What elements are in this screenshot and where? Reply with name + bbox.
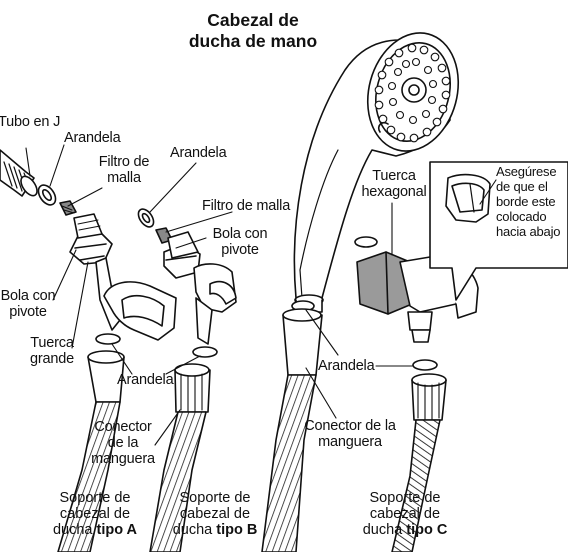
callout-clip-illustration: [445, 173, 491, 223]
caption-c-type: tipo C: [406, 522, 448, 538]
title-line-1: Cabezal de: [207, 10, 299, 30]
leader-arandela-b: [149, 162, 197, 213]
hex-nut-part: [356, 251, 413, 315]
label-arandela-c: Arandela: [318, 358, 375, 374]
label-bola-a-line-1: Bola con: [0, 288, 56, 304]
label-tuerca-hex-line-2: hexagonal: [361, 184, 427, 200]
label-bola-pivote-b: Bola con pivote: [208, 226, 272, 258]
caption-c-line-1: Soporte de: [369, 490, 441, 506]
caption-c-line-2: cabezal de: [369, 506, 441, 522]
leader-arandela-ab-left: [111, 343, 133, 375]
callout-line-1: Asegúrese: [496, 164, 557, 179]
hose-connector-b-part: [174, 363, 211, 413]
washer-c-top-part: [354, 236, 378, 248]
caption-type-b: Soporte de cabezal de ducha tipo B: [160, 490, 270, 538]
label-tuerca-hexagonal: Tuerca hexagonal: [356, 168, 432, 200]
leader-callout: [479, 179, 497, 205]
caption-b-line-2: cabezal de: [179, 506, 251, 522]
label-bola-a-line-2: pivote: [9, 304, 47, 320]
label-conector-c-line-1: Conector de la: [304, 418, 396, 434]
title-line-2: ducha de mano: [188, 31, 318, 51]
label-filtro-a-line-2: malla: [107, 170, 141, 186]
callout-line-2: de que el: [496, 179, 548, 194]
label-arandela-b: Arandela: [170, 145, 227, 161]
label-conector-c-line-2: manguera: [318, 434, 382, 450]
mesh-filter-a-part: [59, 200, 77, 216]
caption-type-c: Soporte de cabezal de ducha tipo C: [350, 490, 460, 538]
leader-bola-a: [52, 249, 77, 301]
label-arandela-a: Arandela: [64, 130, 121, 146]
label-tubo-en-j: Tubo en J: [0, 114, 61, 130]
label-arandela-ab: Arandela: [117, 372, 174, 388]
label-tuerca-grande: Tuerca grande: [24, 335, 80, 367]
label-filtro-malla-a: Filtro de malla: [92, 154, 156, 186]
caption-c-line-3: ducha tipo C: [350, 522, 460, 538]
leader-conector-c: [305, 367, 337, 419]
label-conector-b-line-2: de la: [107, 435, 139, 451]
caption-b-line-1: Soporte de: [179, 490, 251, 506]
leader-bola-b: [175, 237, 207, 249]
caption-a-line-2: cabezal de: [59, 506, 131, 522]
callout-line-4: colocado: [496, 209, 547, 224]
label-conector-b-line-3: manguera: [91, 451, 155, 467]
shower-head-part: [293, 32, 460, 313]
washer-a-lower-part: [95, 333, 121, 345]
pivot-ball-a-part: [69, 213, 113, 265]
type-a-holder-part: [95, 257, 177, 341]
label-bola-b-line-2: pivote: [221, 242, 259, 258]
leader-filtro-a: [67, 187, 103, 207]
leader-arandela-a: [49, 144, 65, 187]
label-bola-pivote-a: Bola con pivote: [0, 288, 60, 320]
leader-conector-b: [154, 409, 181, 446]
hose-c-left-part: [261, 374, 317, 552]
label-tuerca-hex-line-1: Tuerca: [372, 168, 416, 184]
label-tuerca-grande-line-1: Tuerca: [30, 335, 74, 351]
label-tuerca-grande-line-2: grande: [30, 351, 74, 367]
caption-b-type: tipo B: [216, 522, 258, 538]
diagram-title: Cabezal de ducha de mano: [183, 10, 323, 52]
washer-c-lower-part: [412, 359, 438, 371]
j-pipe-part: [0, 149, 38, 197]
leader-filtro-b: [165, 211, 233, 233]
label-conector-manguera-c: Conector de la manguera: [296, 418, 404, 450]
label-filtro-malla-b: Filtro de malla: [202, 198, 291, 214]
coiled-hose-part: [391, 419, 441, 552]
type-b-holder-part: [193, 263, 237, 345]
hose-connector-c-right-part: [411, 373, 447, 421]
caption-b-prefix: ducha: [172, 522, 217, 538]
leader-arandela-c-left: [305, 309, 339, 356]
hose-a-part: [57, 401, 121, 552]
caption-a-type: tipo A: [96, 522, 138, 538]
leader-tuerca-grande: [71, 261, 89, 349]
hose-b-part: [149, 411, 207, 552]
label-conector-b-line-1: Conector: [94, 419, 152, 435]
label-bola-b-line-1: Bola con: [212, 226, 268, 242]
hose-connector-c-left-part: [282, 308, 323, 376]
washer-b-lower-part: [192, 346, 218, 358]
caption-c-prefix: ducha: [362, 522, 407, 538]
label-conector-manguera-b: Conector de la manguera: [90, 419, 156, 467]
hose-connector-a-part: [87, 350, 125, 403]
caption-a-line-3: ducha tipo A: [40, 522, 150, 538]
callout-text: Asegúrese de que el borde este colocado …: [496, 164, 561, 239]
leader-tubo-en-j: [25, 147, 31, 177]
label-filtro-a-line-1: Filtro de: [98, 154, 150, 170]
callout-line-3: borde este: [496, 194, 556, 209]
caption-type-a: Soporte de cabezal de ducha tipo A: [40, 490, 150, 538]
caption-b-line-3: ducha tipo B: [160, 522, 270, 538]
caption-a-prefix: ducha: [52, 522, 97, 538]
leader-arandela-ab-right: [165, 355, 201, 375]
callout-line-5: hacia abajo: [496, 224, 561, 239]
caption-a-line-1: Soporte de: [59, 490, 131, 506]
